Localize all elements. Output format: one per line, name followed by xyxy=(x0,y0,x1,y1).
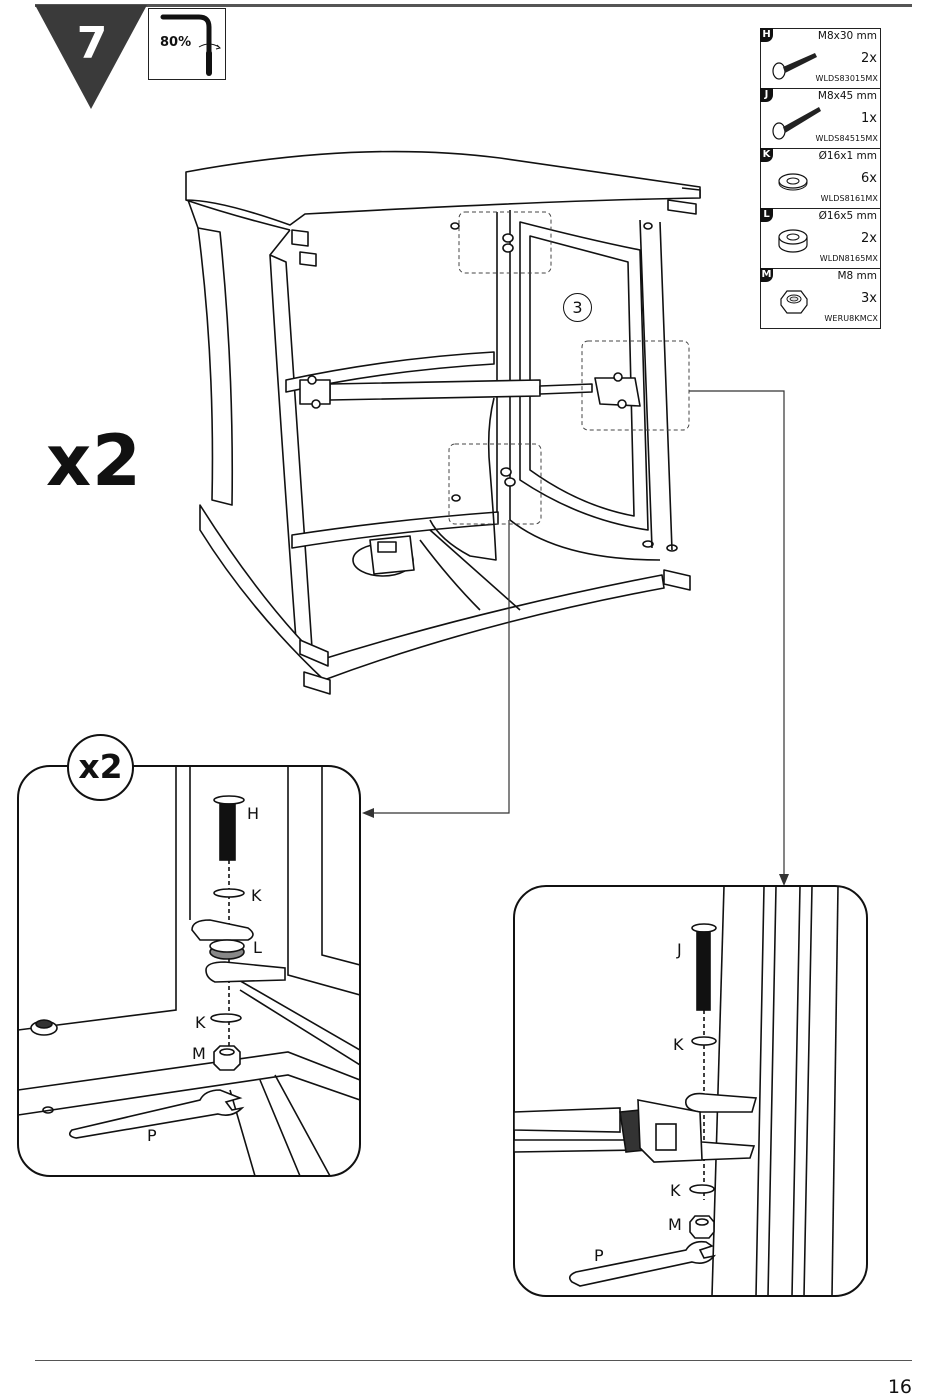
part-size: M8x45 mm xyxy=(817,90,877,102)
part-qty: 1x xyxy=(861,111,877,126)
part-id: K xyxy=(760,148,773,162)
part-size: M8x30 mm xyxy=(817,30,877,42)
step-triangle-icon xyxy=(35,5,147,109)
allen-key-icon xyxy=(160,14,221,76)
parts-list: H M8x30 mm 2x WLDS83015MX J M8x45 mm 1x … xyxy=(760,28,881,329)
part-code: WERU8KMCX xyxy=(824,314,878,323)
part-code: WLDS84515MX xyxy=(815,134,878,143)
part-id: M xyxy=(760,268,773,282)
part-code: WLDS8161MX xyxy=(820,194,878,203)
label-p: P xyxy=(147,1126,157,1145)
part-code: WLDN8165MX xyxy=(819,254,878,263)
label-h: H xyxy=(247,804,260,823)
quantity-multiplier: x2 xyxy=(46,420,142,502)
overview-step-circle: 3 xyxy=(563,293,592,322)
label-l: L xyxy=(253,938,262,957)
bottom-rule xyxy=(35,1360,912,1361)
part-qty: 2x xyxy=(861,231,877,246)
top-rule xyxy=(35,4,912,7)
page-number: 16 xyxy=(887,1376,912,1398)
step-number: 7 xyxy=(76,18,108,69)
bolt-short-icon xyxy=(772,53,817,80)
label-k-upper: K xyxy=(251,886,262,905)
part-h: H M8x30 mm 2x WLDS83015MX xyxy=(760,28,881,88)
lock-nut-icon xyxy=(780,290,808,314)
thin-washer-icon xyxy=(778,173,808,191)
part-j: J M8x45 mm 1x WLDS84515MX xyxy=(760,88,881,148)
part-id: H xyxy=(760,28,773,42)
label-m: M xyxy=(192,1044,206,1063)
torque-percent: 80% xyxy=(160,35,192,50)
part-k: K Ø16x1 mm 6x WLDS8161MX xyxy=(760,148,881,208)
part-id: J xyxy=(760,88,773,102)
label-k-lower-right: K xyxy=(670,1181,681,1200)
part-qty: 3x xyxy=(861,291,877,306)
part-code: WLDS83015MX xyxy=(815,74,878,83)
allen-key-tool-box: 80% xyxy=(148,8,226,80)
label-j: J xyxy=(677,940,682,959)
part-id: L xyxy=(760,208,773,222)
bolt-long-icon xyxy=(772,107,821,140)
part-m: M M8 mm 3x WERU8KMCX xyxy=(760,268,881,329)
thick-washer-icon xyxy=(778,229,808,253)
label-p-right: P xyxy=(594,1246,604,1265)
part-size: M8 mm xyxy=(837,270,877,282)
part-size: Ø16x1 mm xyxy=(818,150,877,162)
label-m-right: M xyxy=(668,1215,682,1234)
part-l: L Ø16x5 mm 2x WLDN8165MX xyxy=(760,208,881,268)
label-k-upper-right: K xyxy=(673,1035,684,1054)
label-k-lower: K xyxy=(195,1013,206,1032)
part-qty: 6x xyxy=(861,171,877,186)
detail-quantity-badge: x2 xyxy=(67,734,134,801)
part-qty: 2x xyxy=(861,51,877,66)
part-size: Ø16x5 mm xyxy=(818,210,877,222)
